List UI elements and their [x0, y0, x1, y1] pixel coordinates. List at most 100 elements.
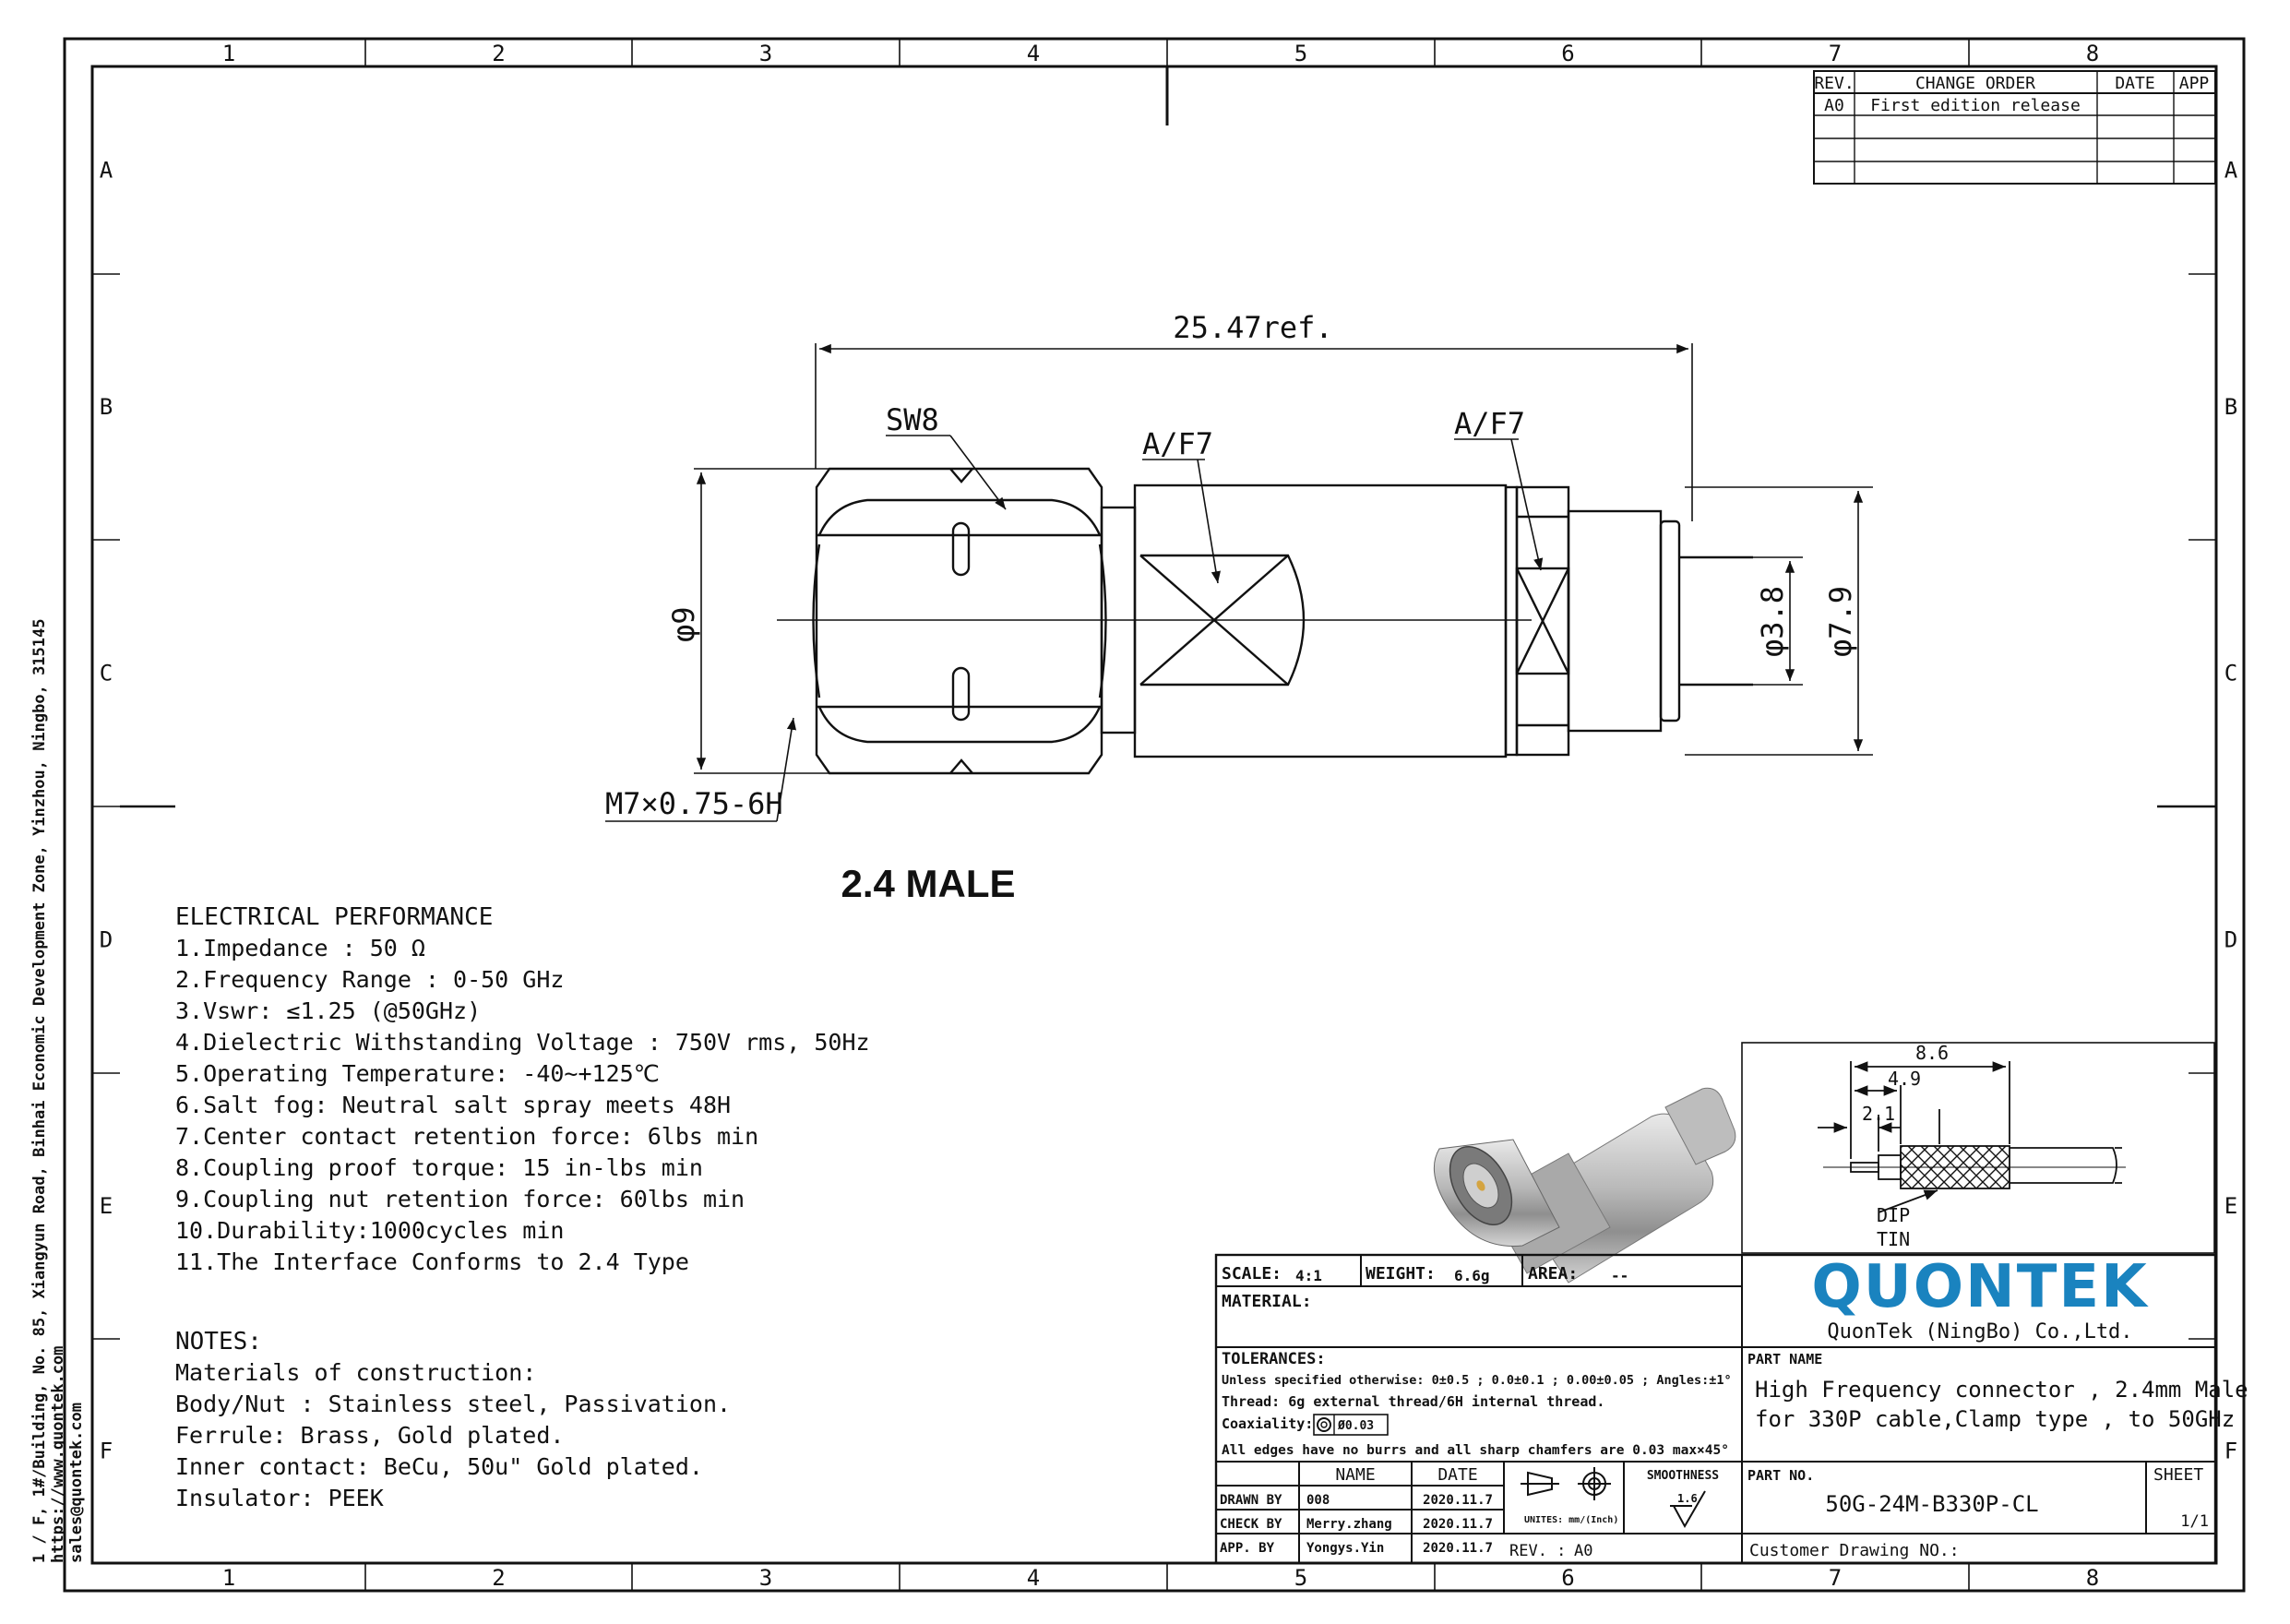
electrical-list: 1.Impedance : 50 Ω 2.Frequency Range : 0-… [175, 935, 870, 1275]
material-label: MATERIAL: [1222, 1292, 1312, 1311]
part-name-line-2: for 330P cable,Clamp type , to 50GHz [1755, 1406, 2235, 1432]
connector-3d-image [1433, 1087, 1736, 1284]
row-label-left: E [100, 1193, 113, 1219]
change-order-header: CHANGE ORDER [1915, 74, 2035, 93]
row-label-right: C [2224, 661, 2237, 687]
date-header: DATE [2115, 74, 2154, 93]
note-item: Body/Nut : Stainless steel, Passivation. [175, 1391, 731, 1417]
cable-prep-view: 8.6 4.9 2.1 DIP TIN [1741, 1042, 2215, 1254]
side-address: 1 / F, 1#/Building, No. 85, Xiangyun Roa… [30, 619, 86, 1564]
check-by-label: CHECK BY [1220, 1517, 1282, 1532]
row-label-left: A [100, 158, 113, 184]
check-by-date: 2020.11.7 [1423, 1517, 1493, 1532]
title-block [1214, 1253, 2217, 1565]
column-label-bottom: 1 [222, 1565, 235, 1591]
customer-drawing-label: Customer Drawing NO.: [1749, 1541, 1960, 1560]
electrical-item: 4.Dielectric Withstanding Voltage : 750V… [175, 1029, 870, 1056]
column-label-top: 5 [1294, 41, 1307, 66]
note-item: Materials of construction: [175, 1359, 536, 1386]
column-label-top: 6 [1561, 41, 1574, 66]
revision-table: REV. CHANGE ORDER DATE APP A0 First edit… [1813, 70, 2216, 185]
units-label: UNITES: mm/(Inch) [1524, 1515, 1618, 1525]
rev-value: A0 [1574, 1542, 1592, 1560]
notes-list: Materials of construction: Body/Nut : Sta… [175, 1359, 731, 1511]
column-label-top: 1 [222, 41, 235, 66]
electrical-item: 9.Coupling nut retention force: 60lbs mi… [175, 1186, 745, 1212]
column-label-bottom: 2 [492, 1565, 505, 1591]
column-label-top: 4 [1027, 41, 1040, 66]
electrical-item: 5.Operating Temperature: -40~+125℃ [175, 1060, 660, 1087]
electrical-heading: ELECTRICAL PERFORMANCE [175, 903, 493, 931]
column-label-bottom: 6 [1561, 1565, 1574, 1591]
zone-ticks [92, 39, 2216, 1591]
tolerance-line-2: Thread: 6g external thread/6H internal t… [1222, 1393, 1604, 1410]
drawn-by-name: 008 [1306, 1493, 1330, 1508]
electrical-item: 11.The Interface Conforms to 2.4 Type [175, 1248, 689, 1275]
electrical-item: 8.Coupling proof torque: 15 in-lbs min [175, 1154, 703, 1181]
cable-dim-8-6: 8.6 [1915, 1042, 1949, 1064]
coaxiality-label: Coaxiality: [1222, 1415, 1313, 1432]
column-label-top: 8 [2086, 41, 2099, 66]
surface-finish-icon [1670, 1490, 1706, 1529]
date-header-tb: DATE [1437, 1465, 1477, 1485]
coaxiality-icon [1317, 1417, 1331, 1432]
dia79-label: φ7.9 [1823, 586, 1858, 657]
smoothness-value: 1.6 [1677, 1492, 1698, 1505]
notes: NOTES: Materials of construction:Body/Nu… [175, 1328, 731, 1511]
drawing-title: 2.4 MALE [841, 862, 1015, 905]
address-text: 1 / F, 1#/Building, No. 85, Xiangyun Roa… [30, 619, 49, 1564]
column-label-top: 3 [759, 41, 772, 66]
column-label-top: 2 [492, 41, 505, 66]
row-label-right: B [2224, 394, 2237, 420]
app-by-name: Yongys.Yin [1306, 1541, 1384, 1556]
column-label-bottom: 4 [1027, 1565, 1040, 1591]
electrical-item: 2.Frequency Range : 0-50 GHz [175, 966, 564, 993]
app-by-label: APP. BY [1220, 1541, 1275, 1556]
af7-left-label: A/F7 [1142, 426, 1213, 461]
area-value: -- [1611, 1267, 1628, 1284]
thread-label: M7×0.75-6H [605, 786, 783, 821]
app-by-date: 2020.11.7 [1423, 1541, 1493, 1556]
projection-symbol-icon [1521, 1467, 1611, 1500]
column-labels-bottom: 1 2 3 4 5 6 7 8 [222, 1565, 2099, 1591]
cable-dim-2-1: 2.1 [1862, 1103, 1895, 1125]
rev-label: REV. : [1509, 1542, 1566, 1560]
app-header: APP [2179, 74, 2210, 93]
title-block-texts: SCALE: 4:1 WEIGHT: 6.6g AREA: -- MATERIA… [1220, 1253, 2248, 1560]
electrical-item: 7.Center contact retention force: 6lbs m… [175, 1123, 758, 1150]
column-label-bottom: 3 [759, 1565, 772, 1591]
electrical-item: 1.Impedance : 50 Ω [175, 935, 425, 961]
part-name-label: PART NAME [1747, 1351, 1822, 1367]
name-header: NAME [1335, 1465, 1375, 1485]
electrical-item: 10.Durability:1000cycles min [175, 1217, 564, 1244]
column-label-bottom: 8 [2086, 1565, 2099, 1591]
company-logo: QUONTEK [1811, 1253, 2149, 1321]
sw8-label: SW8 [886, 402, 939, 437]
connector-side-view [777, 66, 1753, 775]
coaxiality-value: Ø0.03 [1337, 1419, 1374, 1433]
column-label-bottom: 7 [1829, 1565, 1842, 1591]
dimension-lines [605, 343, 1873, 822]
sheet-value: 1/1 [2180, 1512, 2209, 1531]
drawn-by-label: DRAWN BY [1220, 1493, 1282, 1508]
dimension-texts: 25.47ref. SW8 A/F7 A/F7 φ9 φ3.8 φ7.9 M7×… [605, 310, 1858, 821]
note-item: Ferrule: Brass, Gold plated. [175, 1422, 564, 1449]
email-text: sales@quontek.com [67, 1403, 86, 1563]
coaxiality-frame [1313, 1414, 1389, 1436]
row-label-right: D [2224, 927, 2237, 953]
tolerance-line-4: All edges have no burrs and all sharp ch… [1222, 1443, 1729, 1458]
row-label-right: E [2224, 1193, 2237, 1219]
part-name-line-1: High Frequency connector , 2.4mm Male [1755, 1377, 2248, 1403]
row-label-right: F [2224, 1439, 2237, 1464]
column-label-bottom: 5 [1294, 1565, 1307, 1591]
weight-label: WEIGHT: [1366, 1264, 1436, 1284]
tin-label: TIN [1877, 1228, 1910, 1250]
row-label-right: A [2224, 158, 2238, 184]
row-label-left: C [100, 661, 113, 687]
smoothness-label: SMOOTHNESS [1647, 1469, 1719, 1483]
electrical-item: 3.Vswr: ≤1.25 (@50GHz) [175, 997, 481, 1024]
weight-value: 6.6g [1454, 1267, 1490, 1284]
